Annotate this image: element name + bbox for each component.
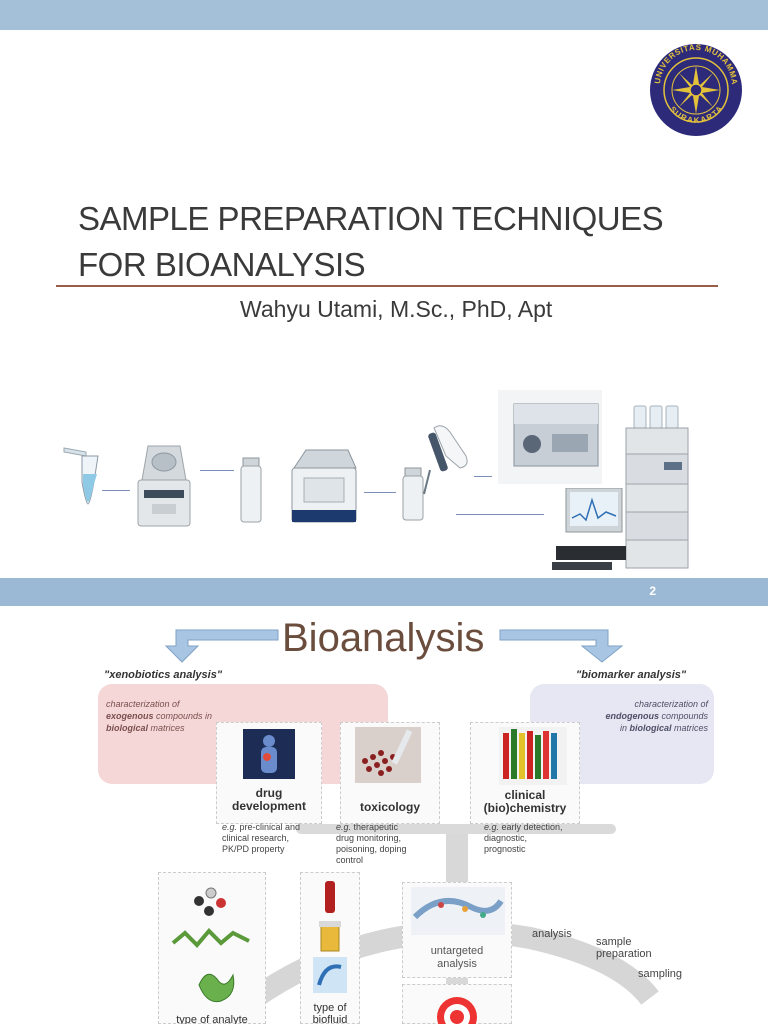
peptide-icon [171, 928, 250, 948]
toxicology-label: toxicology [359, 800, 420, 814]
title-line-2: FOR BIOANALYSIS [78, 246, 366, 283]
vial-icon [402, 467, 424, 521]
computer-icon [552, 488, 626, 570]
left-arrow-icon [164, 629, 279, 663]
title-line-1: SAMPLE PREPARATION TECHNIQUES [78, 200, 664, 237]
toxicology-description: e.g. therapeutic drug monitoring, poison… [336, 822, 407, 865]
sampling-step: sampling [638, 968, 683, 980]
sample-tube-icon [63, 447, 99, 505]
untargeted-panel: untargeted analysis [402, 882, 512, 978]
toxicology-card: toxicology [340, 722, 440, 824]
sample-tray-icon [355, 727, 421, 783]
author-name: Wahyu Utami, M.Sc., PhD, Apt [240, 296, 553, 322]
metabolic-map-icon [411, 887, 505, 935]
mass-spectrometer-icon [498, 390, 602, 484]
biomarker-label: "biomarker analysis" [576, 669, 687, 681]
analyte-label: type of analyte [176, 1014, 248, 1024]
bioanalysis-title: Bioanalysis [282, 616, 485, 660]
sample-preparation-step: sample preparation [596, 936, 652, 960]
title-divider [56, 285, 718, 287]
vial-icon [240, 457, 262, 523]
urine-cup-icon [319, 921, 341, 952]
right-arrow-icon [499, 629, 624, 663]
tissue-icon [313, 957, 347, 993]
xenobiotics-label: "xenobiotics analysis" [104, 669, 223, 681]
page-number: 2 [649, 584, 656, 598]
flow-arrow [364, 492, 396, 493]
protein-icon [198, 973, 235, 1003]
human-body-icon [243, 729, 295, 779]
targeted-panel [402, 984, 512, 1024]
untargeted-label: untargeted analysis [430, 945, 484, 970]
biofluid-panel [300, 872, 360, 1024]
centrifuge-icon [137, 445, 191, 527]
slide-1: UNIVERSITAS MUHAMMADIYAH SURAKARTA SAMPL… [0, 0, 768, 570]
hplc-system-icon [625, 405, 689, 569]
blood-tube-icon [325, 881, 335, 913]
clinical-chemistry-card: clinical (bio)chemistry [470, 722, 580, 824]
biomarker-definition: characterization of endogenous compounds… [605, 699, 708, 733]
clinical-chemistry-description: e.g. early detection, diagnostic, progno… [484, 822, 563, 854]
molecule-icon [194, 887, 226, 916]
flow-arrow [456, 514, 544, 515]
flow-arrow [102, 490, 130, 491]
university-seal-icon: UNIVERSITAS MUHAMMADIYAH SURAKARTA [648, 38, 742, 136]
xenobiotics-definition: characterization of exogenous compounds … [106, 699, 213, 733]
analysis-step: analysis [532, 928, 572, 940]
clinical-chemistry-label: clinical (bio)chemistry [483, 788, 567, 815]
flow-arrow [474, 476, 492, 477]
pipette-icon [423, 425, 468, 495]
flow-arrow [200, 470, 234, 471]
biofluid-label: type of biofluid [312, 1002, 348, 1024]
target-icon [437, 997, 477, 1024]
slide-2: 2 Bioanalysis "xenobiotics analysis" "bi… [0, 578, 768, 1024]
evaporator-icon [291, 449, 357, 523]
drug-development-label: drug development [231, 786, 306, 813]
slide-header-bar [0, 578, 768, 606]
drug-development-description: e.g. pre-clinical and clinical research,… [222, 822, 301, 854]
flow-branch [296, 824, 616, 834]
slide-title: SAMPLE PREPARATION TECHNIQUES FOR BIOANA… [78, 196, 738, 288]
top-bar [0, 0, 768, 30]
drug-development-card: drug development [216, 722, 322, 824]
blood-tubes-icon [499, 727, 567, 785]
analyte-panel [158, 872, 266, 1024]
